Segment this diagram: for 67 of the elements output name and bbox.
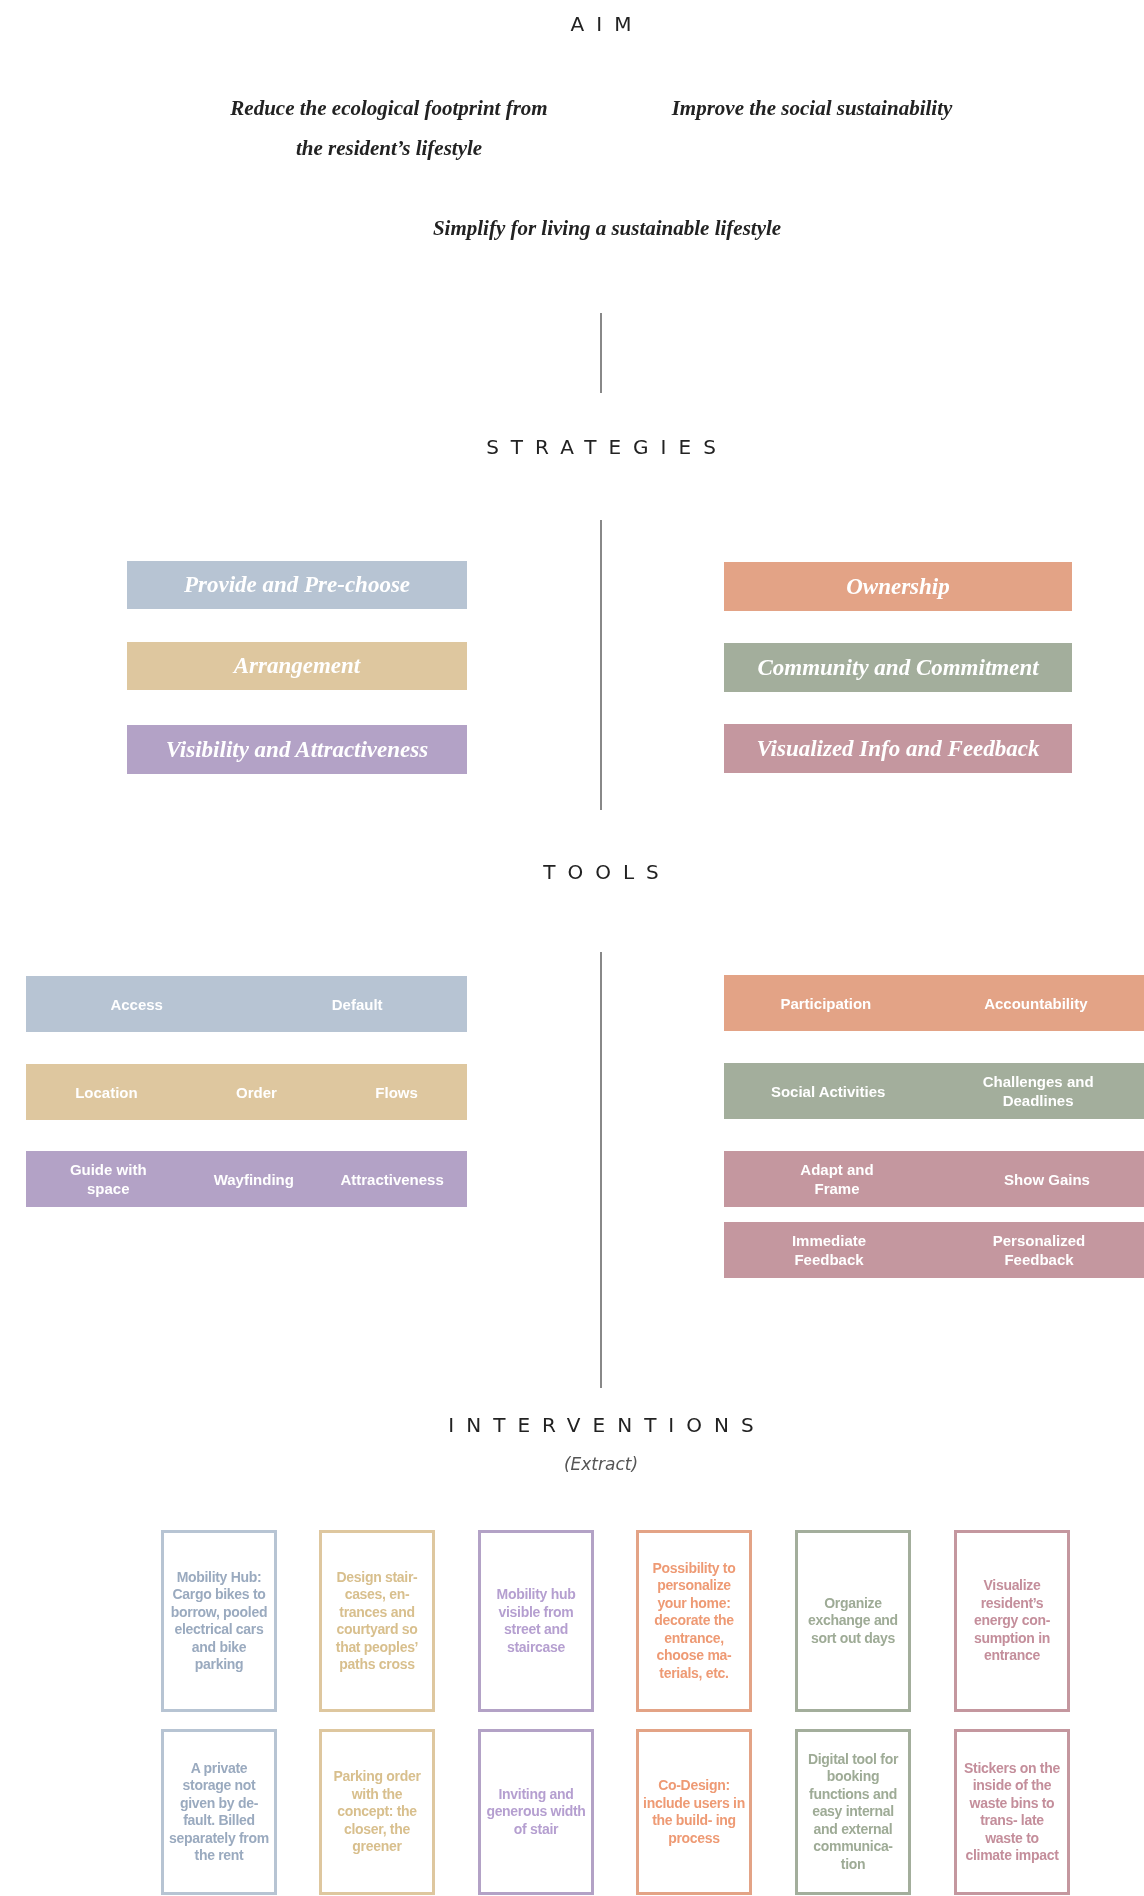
aim-text: Simplify for living a sustainable lifestyle [431, 215, 783, 242]
strategy-bar [127, 561, 467, 609]
intervention-card [478, 1530, 594, 1712]
tool-text: Access [109, 994, 164, 1014]
tool-text: Attractiveness [339, 1169, 445, 1189]
intervention-text: Design stair- cases, en- trances and courtyard so that peoples’ paths cross [334, 1568, 420, 1674]
intervention-text: Digital tool for booking functions and easy internal and external communica- tion [806, 1750, 900, 1874]
strategy-bar [127, 725, 467, 774]
tool-bar [26, 1064, 467, 1120]
intervention-text: Mobility Hub: Cargo bikes to borrow, pooled electrical cars and bike parking [169, 1568, 269, 1674]
tool-text: Immediate Feedback [790, 1231, 868, 1269]
tool-text: Social Activities [769, 1081, 887, 1101]
strategy-bar [724, 724, 1072, 773]
intervention-card [954, 1530, 1070, 1712]
tool-text: Challenges and Deadlines [981, 1072, 1095, 1110]
strategy-bar [127, 642, 467, 690]
strategy-text: Visualized Info and Feedback [756, 735, 1040, 762]
intervention-text: A private storage not given by de- fault. Billed separately from the rent [168, 1759, 270, 1865]
tool-bar [724, 975, 1144, 1031]
section-heading: TOOLS [542, 860, 671, 884]
tool-text: Accountability [983, 993, 1089, 1013]
strategy-text: Arrangement [233, 653, 361, 679]
intervention-card [161, 1530, 277, 1712]
tool-bar [724, 1063, 1144, 1119]
tool-text: Flows [374, 1082, 419, 1102]
intervention-text: Stickers on the inside of the waste bins to trans- late waste to climate impact [963, 1759, 1061, 1865]
intervention-card [795, 1530, 911, 1712]
tool-text: Default [330, 994, 384, 1014]
tool-text: Personalized Feedback [991, 1231, 1087, 1269]
intervention-text: Possibility to personalize your home: decorate the entrance, choose ma- terials, etc. [651, 1559, 737, 1683]
intervention-card [319, 1729, 435, 1895]
strategy-bar [724, 643, 1072, 692]
subheading: (Extract) [563, 1454, 639, 1474]
section-heading: STRATEGIES [485, 435, 728, 459]
strategy-text: Visibility and Attractiveness [165, 736, 429, 763]
tool-text: Adapt and Frame [799, 1160, 875, 1198]
strategy-text: Provide and Pre-choose [183, 572, 411, 598]
strategy-text: Ownership [846, 573, 950, 600]
intervention-card [478, 1729, 594, 1895]
intervention-text: Parking order with the concept: the closer, the greener [332, 1768, 422, 1856]
tool-bar [26, 976, 467, 1032]
intervention-card [161, 1729, 277, 1895]
intervention-text: Inviting and generous width of stair [485, 1785, 587, 1839]
tool-bar [724, 1222, 1144, 1278]
tool-text: Wayfinding [212, 1169, 295, 1189]
intervention-card [954, 1729, 1070, 1895]
intervention-text: Mobility hub visible from street and staircase [495, 1586, 577, 1656]
tool-text: Participation [779, 993, 873, 1013]
aim-text: Improve the social sustainability [670, 95, 954, 122]
intervention-text: Visualize resident’s energy con- sumption in entrance [972, 1577, 1052, 1665]
tool-text: Show Gains [1003, 1169, 1091, 1189]
intervention-text: Organize exchange and sort out days [807, 1594, 899, 1648]
tool-text: Location [74, 1082, 139, 1102]
tool-bar [26, 1151, 467, 1207]
intervention-card [319, 1530, 435, 1712]
intervention-text: Co-Design: include users in the build- ing process [643, 1777, 745, 1847]
tool-bar [724, 1151, 1144, 1207]
intervention-card [636, 1729, 752, 1895]
tool-text: Guide with space [68, 1160, 148, 1198]
strategy-text: Community and Commitment [757, 654, 1039, 681]
strategy-bar [724, 562, 1072, 611]
aim-text: Reduce the ecological footprint from the resident’s lifestyle [229, 95, 549, 162]
intervention-card [636, 1530, 752, 1712]
section-heading: INTERVENTIONS [447, 1413, 766, 1437]
intervention-card [795, 1729, 911, 1895]
tool-text: Order [235, 1082, 278, 1102]
section-heading: AIM [569, 12, 644, 36]
